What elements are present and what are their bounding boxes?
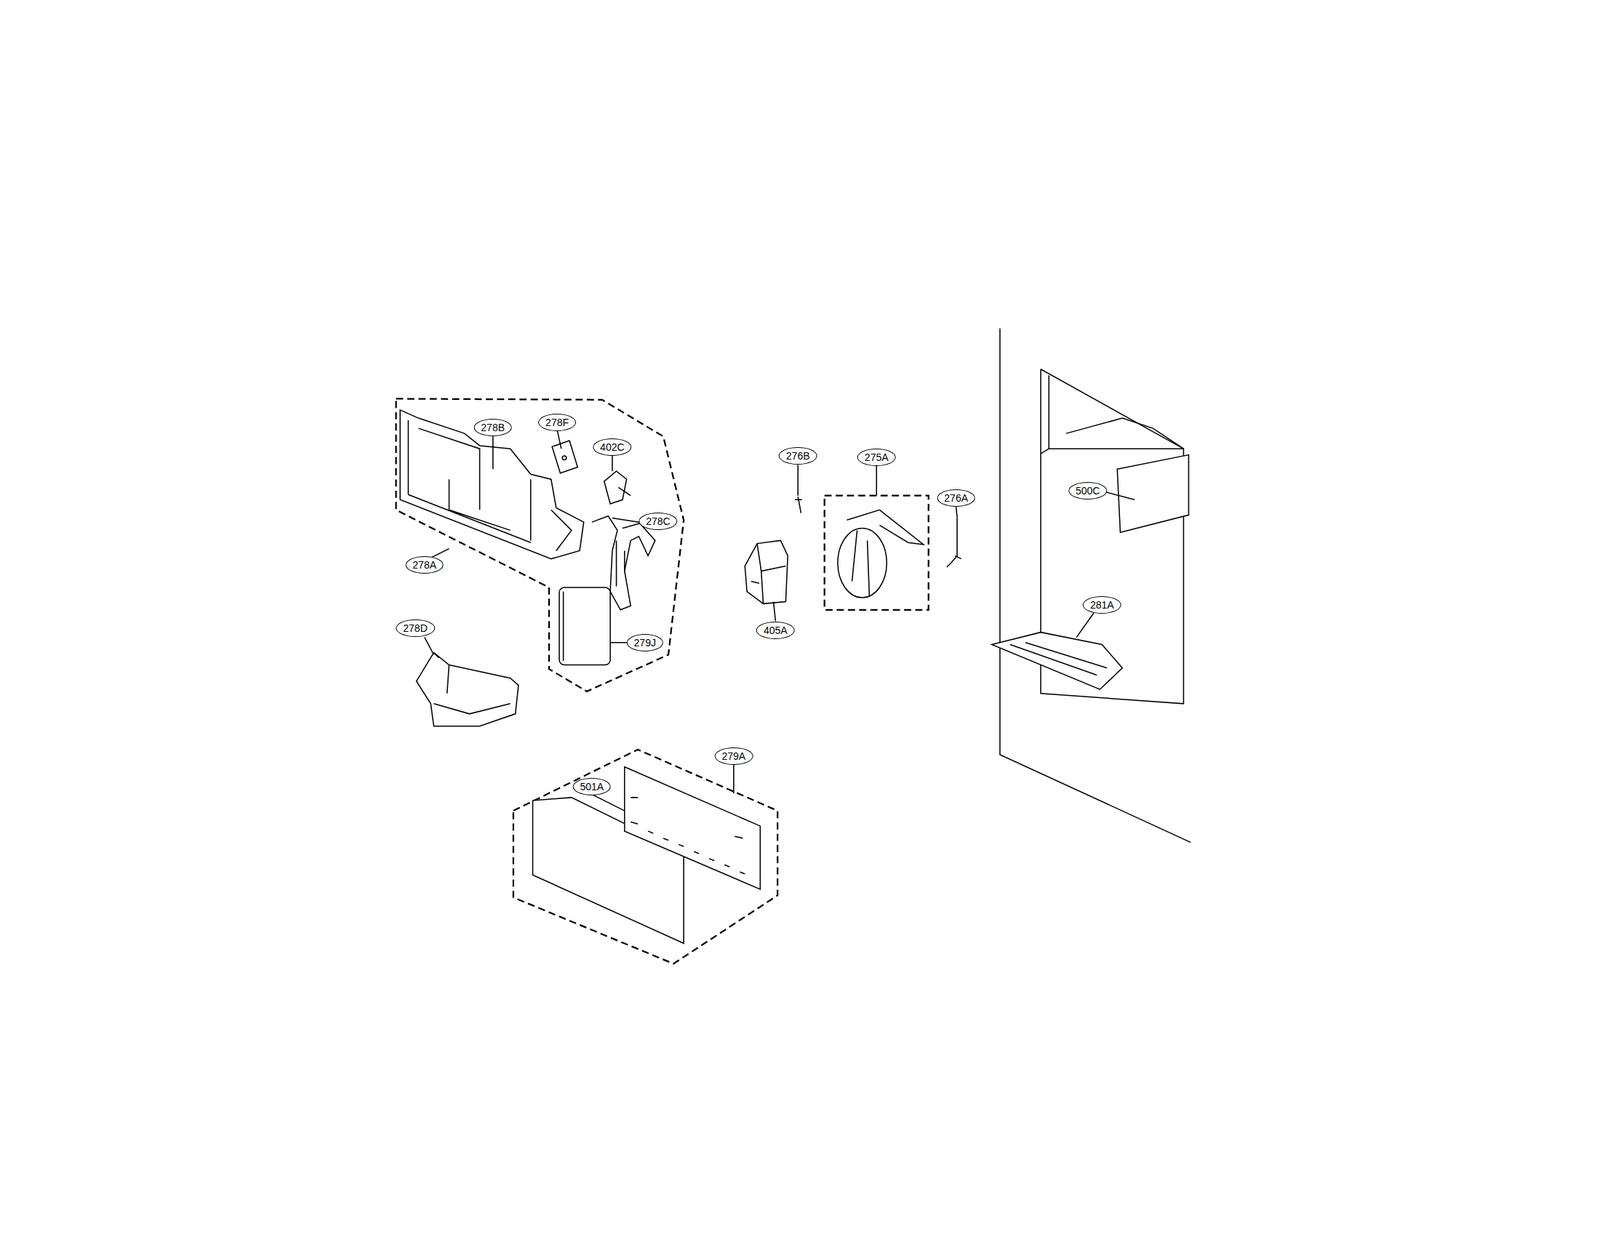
callout-number: 402C [592, 438, 632, 456]
callout-number: 279J [626, 634, 664, 652]
callout-number: 500C [1068, 482, 1107, 500]
callout-number: 278D [395, 619, 435, 638]
callout-number: 275A [857, 448, 896, 467]
callout-number: 279A [714, 747, 753, 766]
callout-number: 281A [1082, 596, 1122, 614]
callout-number: 405A [756, 621, 795, 640]
callout-number: 278C [638, 512, 678, 531]
callout-number: 278F [538, 413, 576, 432]
callout-number: 278A [405, 556, 444, 574]
callout-number: 501A [572, 778, 611, 796]
callout-number: 278B [473, 418, 512, 437]
callout-number: 276B [778, 447, 818, 465]
callout-number: 276A [936, 489, 976, 507]
